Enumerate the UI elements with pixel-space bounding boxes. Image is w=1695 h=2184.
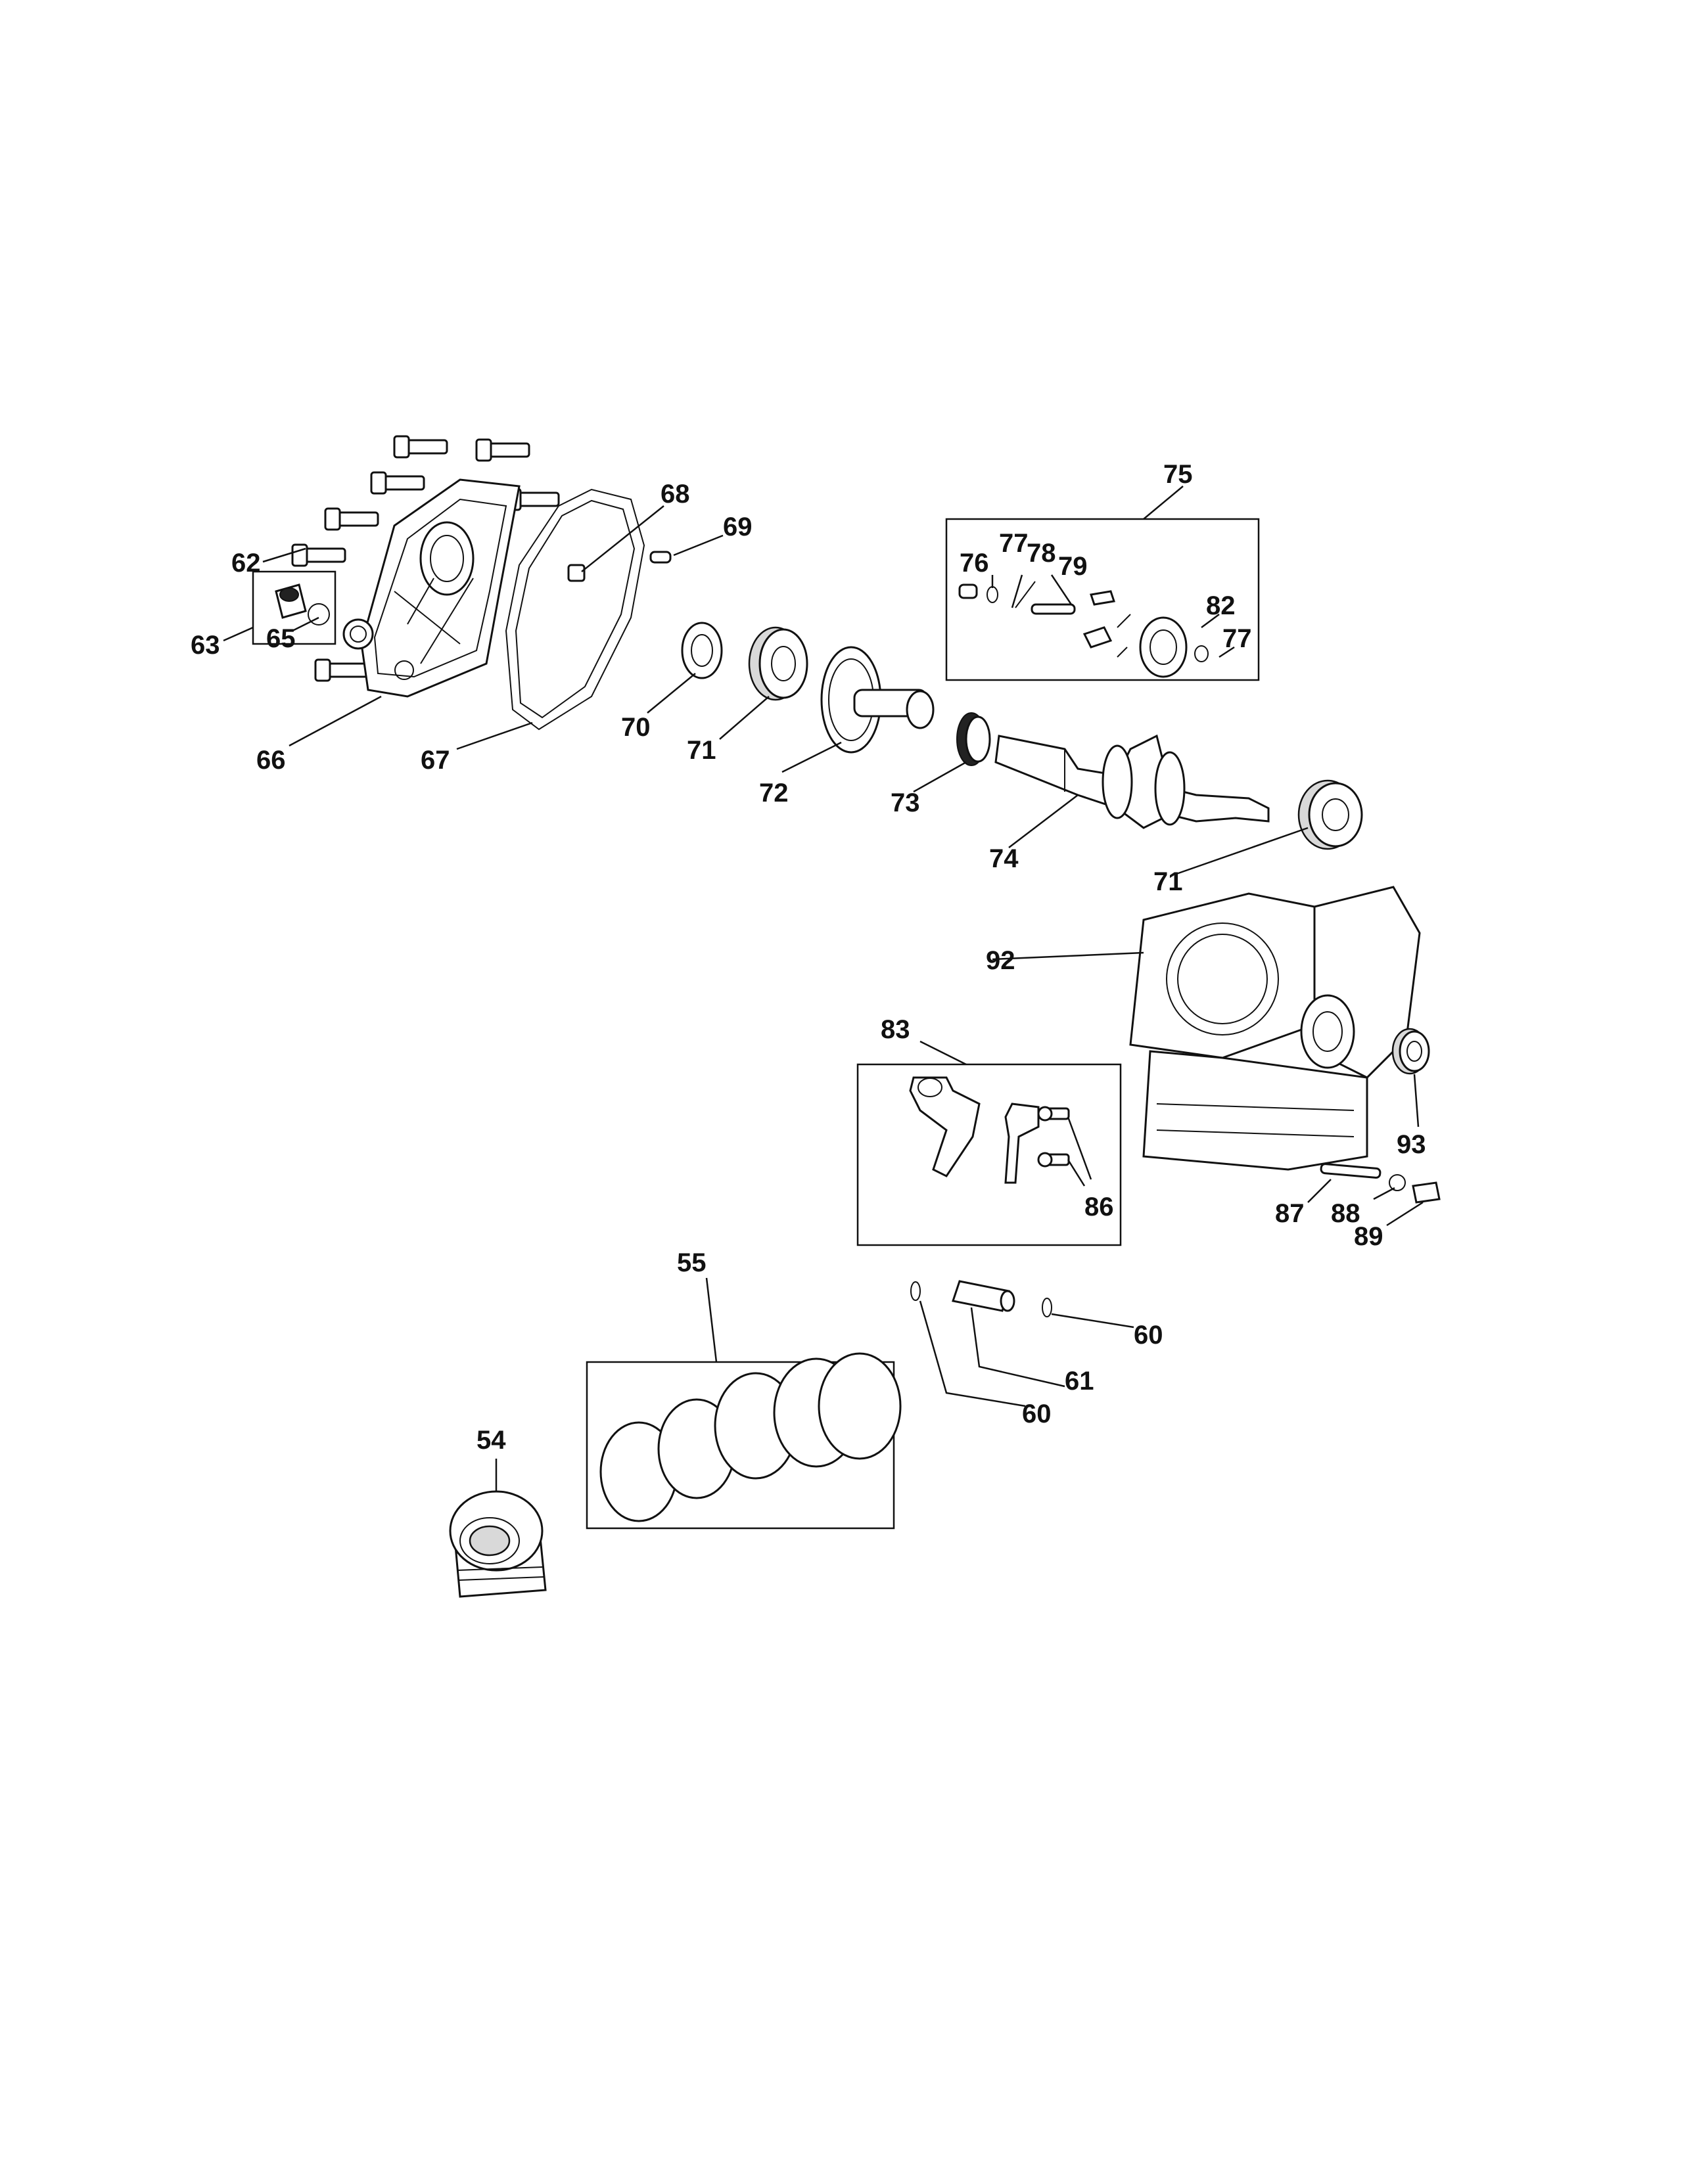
callout-72: 72 bbox=[759, 779, 789, 808]
piston-pin bbox=[952, 1280, 1015, 1312]
callout-69: 69 bbox=[723, 512, 753, 541]
leader-lines bbox=[223, 486, 1424, 1491]
bearing-71-left bbox=[748, 626, 808, 701]
piston-ring-box bbox=[586, 1361, 895, 1530]
crankshaft bbox=[994, 734, 1270, 829]
callout-55: 55 bbox=[677, 1248, 707, 1277]
callout-65: 65 bbox=[266, 624, 296, 653]
callout-62: 62 bbox=[231, 549, 261, 578]
drain-hardware bbox=[1320, 1163, 1441, 1204]
connecting-rod bbox=[909, 1076, 1070, 1184]
locating-pin bbox=[649, 551, 672, 564]
callout-75: 75 bbox=[1163, 460, 1193, 489]
seal-kit-box bbox=[252, 570, 337, 645]
callout-labels: 54 55 60 60 61 62 63 65 66 67 68 69 70 7… bbox=[191, 460, 1426, 1455]
callout-89: 89 bbox=[1354, 1222, 1383, 1251]
callout-60-right: 60 bbox=[1134, 1321, 1163, 1350]
oil-seal-part bbox=[275, 583, 307, 619]
callout-93: 93 bbox=[1397, 1130, 1426, 1159]
crankcase-cover-group bbox=[252, 435, 672, 731]
piston bbox=[449, 1490, 547, 1598]
callout-73: 73 bbox=[891, 788, 920, 817]
crankcase-cover bbox=[342, 478, 521, 698]
callout-77-top: 77 bbox=[999, 529, 1029, 558]
callout-88: 88 bbox=[1331, 1199, 1360, 1228]
o-ring-part bbox=[308, 603, 330, 626]
callout-68: 68 bbox=[661, 480, 690, 509]
callout-67: 67 bbox=[421, 746, 450, 775]
piston-rings bbox=[599, 1352, 902, 1522]
callout-54: 54 bbox=[476, 1426, 506, 1455]
callout-78: 78 bbox=[1027, 539, 1056, 568]
callout-71-left: 71 bbox=[687, 736, 716, 765]
oil-seal-93 bbox=[1391, 1028, 1430, 1075]
piston-pin-clip-right bbox=[1042, 1298, 1052, 1317]
callout-76: 76 bbox=[960, 549, 989, 578]
camshaft-gear bbox=[820, 646, 935, 754]
connecting-rod-box bbox=[856, 1063, 1122, 1246]
callout-66: 66 bbox=[256, 746, 286, 775]
piston-pin-clip-left bbox=[910, 1281, 921, 1301]
callout-60-lower: 60 bbox=[1022, 1399, 1052, 1428]
callout-87: 87 bbox=[1275, 1199, 1305, 1228]
callout-86: 86 bbox=[1084, 1193, 1114, 1221]
dowel-pin bbox=[567, 564, 586, 582]
callout-92: 92 bbox=[986, 946, 1015, 975]
crank-gear bbox=[956, 712, 991, 766]
gasket-inner bbox=[515, 499, 636, 719]
cylinder-block bbox=[1129, 886, 1421, 1171]
callout-70: 70 bbox=[621, 713, 651, 742]
callout-71-right: 71 bbox=[1153, 867, 1183, 896]
callout-63: 63 bbox=[191, 631, 220, 660]
callout-61: 61 bbox=[1065, 1367, 1094, 1396]
governor-kit-box bbox=[945, 518, 1260, 681]
callout-82: 82 bbox=[1206, 591, 1236, 620]
callout-79: 79 bbox=[1058, 552, 1088, 581]
callout-83: 83 bbox=[881, 1015, 910, 1044]
governor-parts bbox=[958, 581, 1209, 678]
gasket bbox=[505, 488, 645, 731]
bearing-71-right bbox=[1297, 779, 1363, 850]
bearing-70 bbox=[681, 622, 723, 679]
callout-77-right: 77 bbox=[1222, 624, 1252, 653]
callout-74: 74 bbox=[989, 844, 1019, 873]
